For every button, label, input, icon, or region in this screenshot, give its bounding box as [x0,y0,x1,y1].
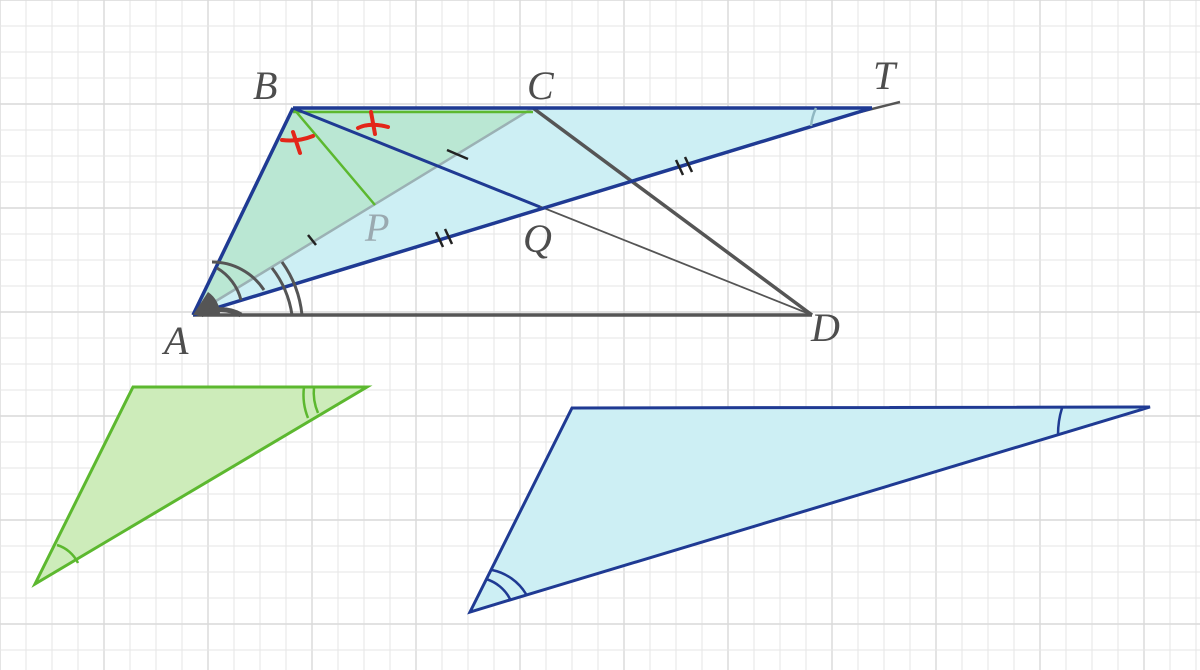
green-angle-mark-right-2 [312,386,320,414]
blue-triangle [467,405,1151,615]
green-angle-mark-bottom [56,543,80,564]
tick-single-ap [307,234,317,246]
green-angle-mark-right-1 [302,386,310,419]
angle-mark-a-double-1 [216,266,243,301]
angle-mark-t [809,107,818,127]
angle-mark-a-double-3 [270,267,294,316]
main-figure: A B C D T P Q [161,53,901,363]
red-angle-mark-left [280,130,315,155]
blue-angle-mark-right [1056,407,1064,436]
segment-ac-gray [192,106,534,317]
tick-double-aq-1 [434,231,445,248]
label-c: C [527,63,555,108]
label-t: T [873,53,898,98]
green-triangle-figure [31,385,373,588]
blue-angle-mark-left-1 [485,577,512,600]
label-d: D [810,305,840,350]
segment-bq [292,106,541,209]
label-b: B [253,63,277,108]
red-angle-mark-right [356,110,390,136]
label-a: A [161,318,189,363]
segment-at [192,106,873,317]
green-triangle [31,385,373,588]
tick-double-qt-1 [674,159,685,176]
angle-mark-a-double-2 [211,260,266,291]
tick-double-aq-2 [443,228,454,245]
segment-cd [531,106,814,317]
label-p: P [364,205,389,250]
blue-triangle-figure [467,405,1151,615]
angle-mark-a-solid [199,307,243,318]
segment-bp [292,107,376,206]
label-q: Q [523,216,552,261]
tick-double-qt-2 [683,156,694,173]
angle-mark-a-double-4 [280,261,304,316]
blue-angle-mark-left-2 [491,568,528,595]
tick-single-bq [446,148,469,161]
segment-ab [191,107,295,316]
